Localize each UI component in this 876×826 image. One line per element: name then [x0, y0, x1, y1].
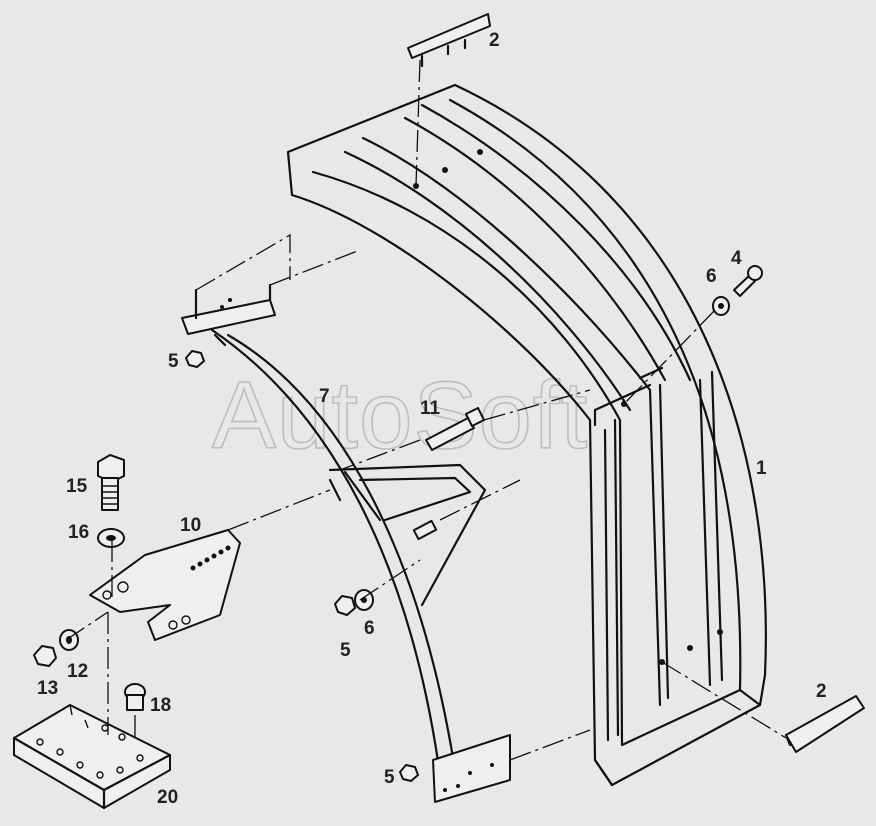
- bolt-part-4: [733, 265, 763, 297]
- trim-part-2-top: [407, 13, 491, 68]
- callout-13: 13: [37, 678, 58, 699]
- nut-part-5-top: [185, 350, 205, 368]
- base-plate-part-20: [12, 704, 172, 810]
- nut-part-5-middle: [334, 595, 356, 616]
- callout-4: 4: [731, 248, 742, 269]
- watermark: AutoSoft: [212, 362, 588, 469]
- support-arm-part-7: [210, 328, 487, 777]
- bracket-part-10: [89, 529, 241, 641]
- callout-5-middle: 5: [340, 640, 351, 661]
- callout-15: 15: [66, 476, 88, 497]
- callout-6-middle: 6: [364, 618, 375, 639]
- callout-6-right: 6: [706, 266, 717, 287]
- bolt-part-11: [425, 407, 485, 451]
- callout-2-bottom: 2: [816, 681, 827, 702]
- washer-part-12: [59, 629, 79, 651]
- callout-1: 1: [756, 458, 767, 479]
- callout-18: 18: [150, 695, 171, 716]
- plug-part-18: [124, 683, 146, 711]
- callout-20: 20: [157, 787, 178, 808]
- lock-washer-part-16: [97, 528, 125, 548]
- callout-5-top: 5: [168, 351, 179, 372]
- callout-11: 11: [420, 398, 441, 419]
- callout-2-top: 2: [489, 30, 500, 51]
- washer-part-6-right: [712, 296, 730, 316]
- callout-7: 7: [319, 386, 330, 407]
- bolt-part-15: [97, 454, 125, 511]
- arm-bottom-plate: [432, 734, 511, 803]
- nut-part-13: [33, 645, 57, 667]
- arm-top-plate: [181, 283, 276, 335]
- callout-10: 10: [180, 515, 201, 536]
- callout-16: 16: [68, 522, 89, 543]
- assembly-lines: [65, 59, 787, 761]
- callout-12: 12: [67, 661, 88, 682]
- trim-part-2-bottom: [784, 695, 865, 753]
- callout-labels: 2 4 6 1 7 5 11 15 16 10 6 5 13 12 18 2 5…: [37, 30, 827, 808]
- callout-5-bottom: 5: [384, 767, 395, 788]
- nut-part-5-bottom: [399, 764, 419, 782]
